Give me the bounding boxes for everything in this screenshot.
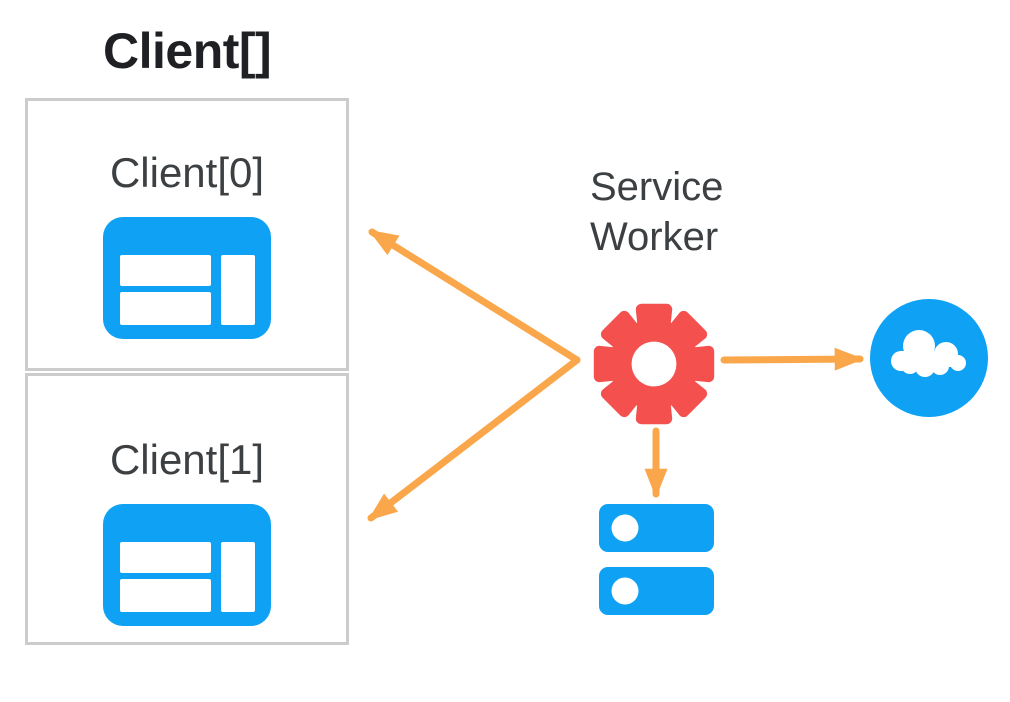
client1-label: Client[1] bbox=[109, 436, 265, 483]
client1-box: Client[1] bbox=[25, 373, 349, 645]
arrow-sw-to-client1 bbox=[367, 356, 581, 522]
gear-icon bbox=[593, 303, 715, 425]
cloud-icon bbox=[870, 299, 988, 417]
browser-window-icon bbox=[103, 217, 271, 339]
service-worker-label: Service Worker bbox=[590, 165, 724, 259]
client0-label: Client[0] bbox=[109, 149, 265, 196]
client0-box: Client[0] bbox=[25, 98, 349, 371]
browser-window-icon bbox=[103, 504, 271, 626]
server-stack-icon bbox=[599, 504, 714, 615]
arrow-sw-to-client0 bbox=[368, 228, 581, 364]
arrow-sw-to-cloud bbox=[720, 347, 865, 371]
client-array-group: Client[0] Client[1] bbox=[25, 98, 349, 645]
client-array-title: Client[] bbox=[103, 23, 272, 79]
